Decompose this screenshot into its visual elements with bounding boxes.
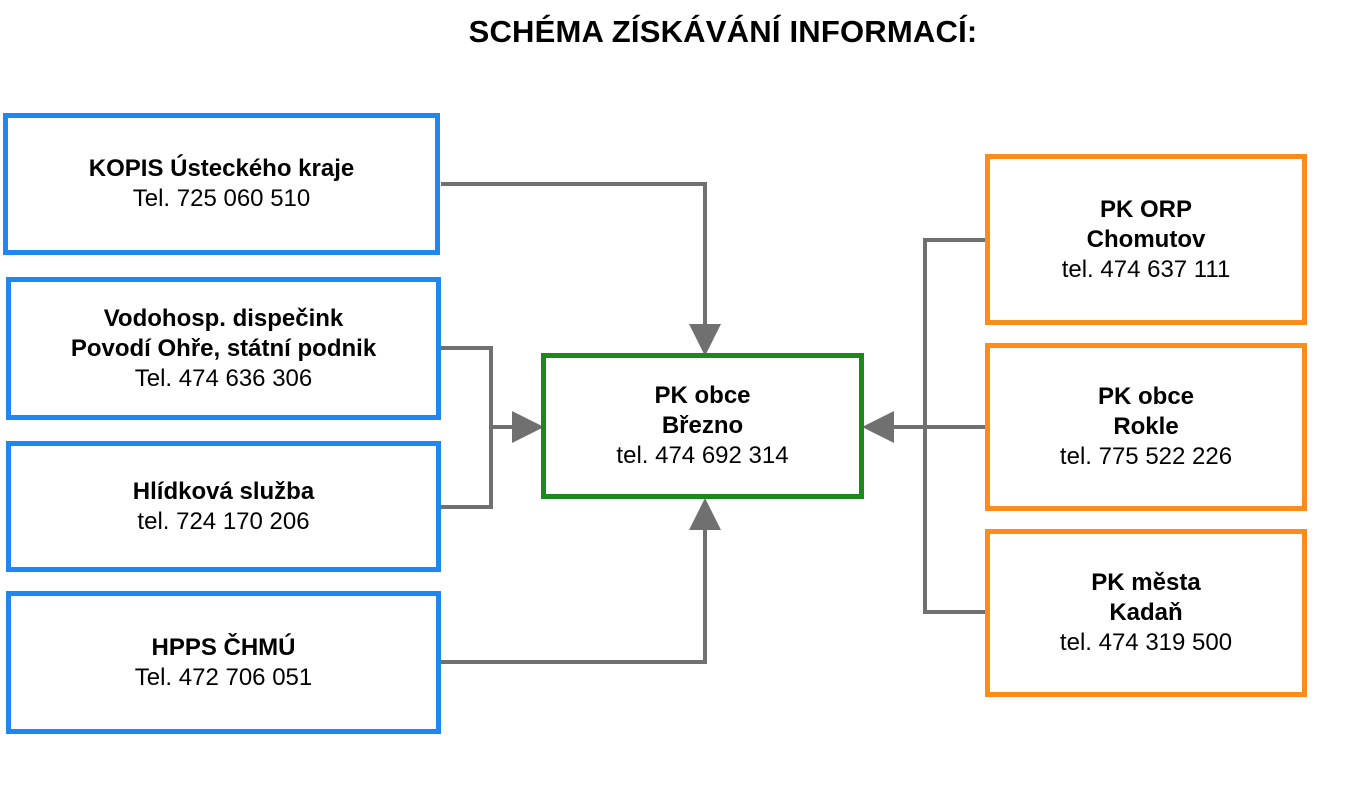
neighbor-box-chomutov: PK ORP Chomutov tel. 474 637 111 <box>985 154 1307 325</box>
center-name-line2: Březno <box>661 412 744 439</box>
source-name-line2: Povodí Ohře, státní podnik <box>70 334 377 362</box>
neighbor-name: PK města <box>1091 569 1201 596</box>
neighbor-name-line2: Chomutov <box>1086 225 1206 253</box>
neighbor-name: PK ORP <box>1099 195 1192 223</box>
source-box-hlidkova: Hlídková služba tel. 724 170 206 <box>6 441 441 572</box>
source-box-vodohosp: Vodohosp. dispečink Povodí Ohře, státní … <box>6 277 441 420</box>
neighbor-name-line2: Kadaň <box>1109 599 1183 626</box>
connector-vodohosp <box>441 346 493 509</box>
source-box-kopis: KOPIS Ústeckého kraje Tel. 725 060 510 <box>3 113 440 255</box>
source-name: Hlídková služba <box>132 477 315 505</box>
source-phone: Tel. 472 706 051 <box>134 663 313 691</box>
source-name: Vodohosp. dispečink <box>103 304 344 332</box>
source-phone: Tel. 725 060 510 <box>132 185 311 212</box>
neighbor-phone: tel. 474 319 500 <box>1059 629 1233 656</box>
neighbor-name: PK obce <box>1097 383 1195 410</box>
diagram-title: SCHÉMA ZÍSKÁVÁNÍ INFORMACÍ: <box>468 14 978 49</box>
connector-hpps <box>441 498 721 664</box>
source-box-hpps: HPPS ČHMÚ Tel. 472 706 051 <box>6 591 441 734</box>
neighbor-phone: tel. 775 522 226 <box>1059 443 1233 470</box>
neighbor-phone: tel. 474 637 111 <box>1061 255 1231 283</box>
center-phone: tel. 474 692 314 <box>616 442 789 469</box>
connector-kopis <box>441 182 721 356</box>
source-phone: tel. 724 170 206 <box>137 507 310 535</box>
source-phone: Tel. 474 636 306 <box>134 364 313 392</box>
neighbor-name-line2: Rokle <box>1113 413 1179 440</box>
center-name: PK obce <box>654 382 751 409</box>
neighbor-box-kadan: PK města Kadaň tel. 474 319 500 <box>985 529 1307 697</box>
neighbor-box-rokle: PK obce Rokle tel. 775 522 226 <box>985 343 1307 511</box>
source-name: KOPIS Ústeckého kraje <box>88 155 355 182</box>
center-box: PK obce Březno tel. 474 692 314 <box>541 353 864 499</box>
source-name: HPPS ČHMÚ <box>151 633 296 661</box>
